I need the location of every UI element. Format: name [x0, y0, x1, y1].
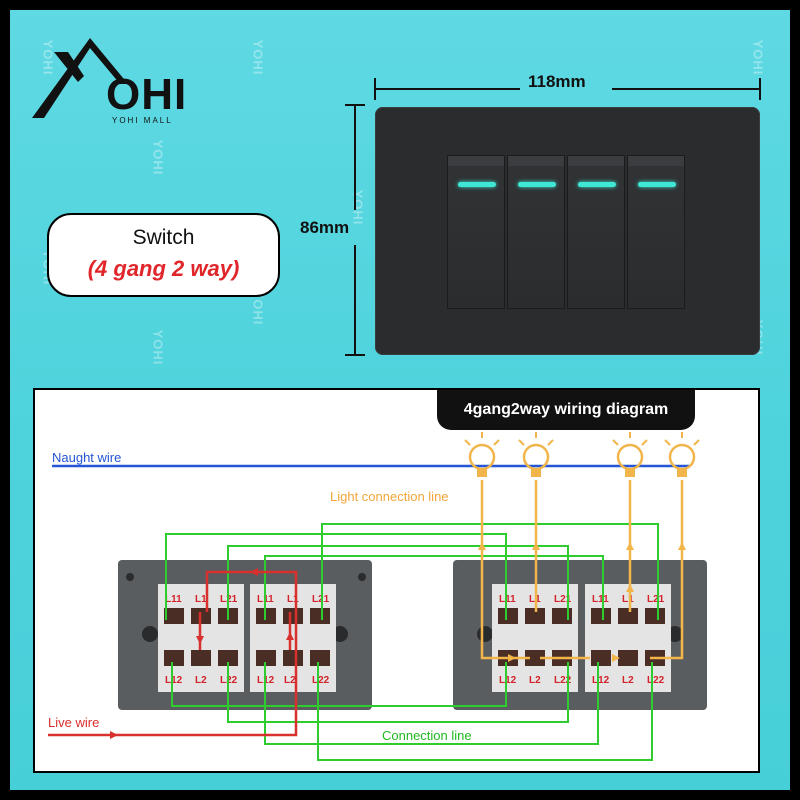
rocker-4 — [627, 155, 685, 309]
light-bulb-icon — [616, 443, 644, 477]
switch-plate — [375, 107, 760, 355]
product-label: Switch (4 gang 2 way) — [47, 213, 280, 297]
arrow-icon — [626, 542, 634, 550]
house-roof-icon — [32, 38, 128, 118]
connection-lines — [165, 523, 659, 761]
neutral-wire-label: Naught wire — [52, 450, 122, 465]
terminal-label-l2: L2 — [622, 675, 634, 686]
terminal-label-l1: L1 — [195, 594, 207, 605]
terminal-label-l12: L12 — [592, 675, 610, 686]
arrow-icon — [612, 654, 620, 662]
terminal-label-l22: L22 — [312, 675, 330, 686]
bulb-rays — [464, 432, 700, 446]
terminal-label-l2: L2 — [195, 675, 207, 686]
indicator-light-icon — [518, 182, 556, 187]
brand-logo: OHI YOHI MALL — [28, 32, 188, 132]
terminal-label-l11: L11 — [499, 594, 516, 605]
terminal-label-l11: L11 — [592, 594, 609, 605]
terminal-label-l2: L2 — [529, 675, 541, 686]
rocker-4-top — [628, 156, 684, 166]
live-wire-label: Live wire — [48, 715, 100, 730]
dimension-lines — [345, 78, 761, 356]
terminal-label-l2: L2 — [284, 675, 296, 686]
width-dimension: 118mm — [528, 72, 586, 91]
brand-name: OHI — [106, 70, 188, 119]
light-bulb-icon — [668, 443, 696, 477]
arrow-icon — [110, 731, 118, 739]
terminal-label-l12: L12 — [165, 675, 183, 686]
terminal-block-4 — [585, 584, 671, 692]
terminal-label-l11: L11 — [165, 594, 182, 605]
rocker-1-top — [448, 156, 504, 166]
rocker-3 — [567, 155, 625, 309]
rocker-2-top — [508, 156, 564, 166]
indicator-light-icon — [458, 182, 496, 187]
arrow-icon — [478, 542, 486, 550]
brand-subtitle: YOHI MALL — [112, 116, 173, 125]
arrow-icon — [196, 636, 204, 644]
terminal-label-l21: L21 — [554, 594, 572, 605]
rocker-2 — [507, 155, 565, 309]
terminal-label-l12: L12 — [499, 675, 517, 686]
terminal-label-l1: L1 — [287, 594, 299, 605]
connection-line-label: Connection line — [382, 728, 472, 743]
rocker-1 — [447, 155, 505, 309]
terminal-label-l22: L22 — [647, 675, 665, 686]
indicator-light-icon — [578, 182, 616, 187]
light-line-label: Light connection line — [330, 489, 449, 504]
product-title: Switch — [132, 226, 195, 249]
product-type: (4 gang 2 way) — [87, 256, 240, 281]
height-dimension: 86mm — [300, 218, 350, 237]
arrow-icon — [250, 568, 258, 576]
mount-hole — [477, 626, 493, 642]
arrow-icon — [286, 632, 294, 640]
arrow-icon — [532, 542, 540, 550]
arrow-icon — [626, 584, 634, 592]
light-bulb-icon — [468, 443, 496, 477]
terminal-label-l1: L1 — [622, 594, 634, 605]
arrow-icon — [678, 542, 686, 550]
arrow-icon — [508, 654, 516, 662]
light-bulb-icon — [522, 443, 550, 477]
screw-hole — [126, 573, 134, 581]
diagram-title: 4gang2way wiring diagram — [437, 390, 695, 430]
indicator-light-icon — [638, 182, 676, 187]
terminal-label-l22: L22 — [554, 675, 572, 686]
screw-hole — [358, 573, 366, 581]
rocker-3-top — [568, 156, 624, 166]
terminal-label-l21: L21 — [312, 594, 330, 605]
terminal-label-l21: L21 — [647, 594, 665, 605]
mount-hole — [142, 626, 158, 642]
